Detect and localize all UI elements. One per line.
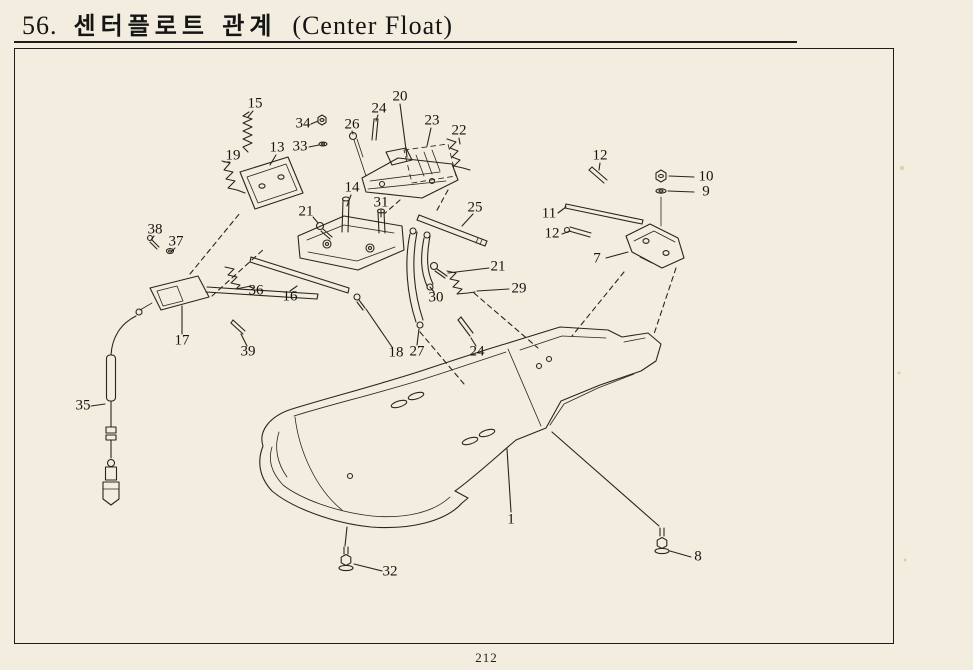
rod-11 bbox=[564, 203, 644, 225]
bracket-13 bbox=[239, 156, 304, 210]
title-korean: 센터플로트 관계 bbox=[73, 12, 277, 40]
bracket-7 bbox=[625, 223, 685, 269]
strap-27 bbox=[406, 227, 424, 329]
title-section-number: 56. bbox=[22, 11, 58, 40]
leader-lines bbox=[90, 103, 695, 572]
page-title: 56. 센터플로트 관계 (Center Float) bbox=[22, 6, 453, 41]
spring-36 bbox=[224, 266, 252, 290]
pin-12-top bbox=[588, 166, 608, 184]
washer-33 bbox=[318, 141, 328, 147]
rod-25 bbox=[416, 214, 488, 247]
title-english: (Center Float) bbox=[292, 11, 453, 40]
nut-34 bbox=[317, 114, 327, 126]
pin-24-top bbox=[371, 118, 379, 141]
title-underline bbox=[14, 41, 797, 43]
nut-10 bbox=[655, 169, 667, 183]
page-number: 212 bbox=[475, 650, 498, 665]
cable-assembly-35 bbox=[102, 308, 143, 506]
pin-39 bbox=[230, 319, 246, 335]
lever-26 bbox=[348, 131, 367, 177]
pin-24-bottom bbox=[457, 316, 474, 337]
paper-specks bbox=[897, 166, 907, 562]
center-float-body bbox=[259, 326, 662, 529]
assembly-dashed-lines bbox=[189, 189, 677, 385]
screw-38 bbox=[146, 234, 160, 250]
bolt-21-left bbox=[315, 221, 333, 240]
spring-29 bbox=[446, 270, 476, 295]
rod-16 bbox=[249, 256, 350, 294]
center-bracket bbox=[297, 215, 405, 271]
bracket-block-17 bbox=[139, 275, 319, 311]
screw-18 bbox=[353, 293, 366, 311]
spring-22 bbox=[446, 138, 471, 171]
bolt-8 bbox=[654, 527, 670, 555]
clamp-plate-23 bbox=[403, 143, 457, 184]
diagram-border-frame bbox=[14, 48, 894, 644]
spring-15 bbox=[242, 111, 253, 153]
bolt-21-right bbox=[429, 261, 448, 279]
washer-9 bbox=[655, 188, 667, 227]
mount-carriage-20 bbox=[361, 147, 459, 199]
strap-30 bbox=[421, 231, 434, 291]
bolt-32 bbox=[338, 546, 354, 572]
spring-19 bbox=[221, 160, 246, 194]
